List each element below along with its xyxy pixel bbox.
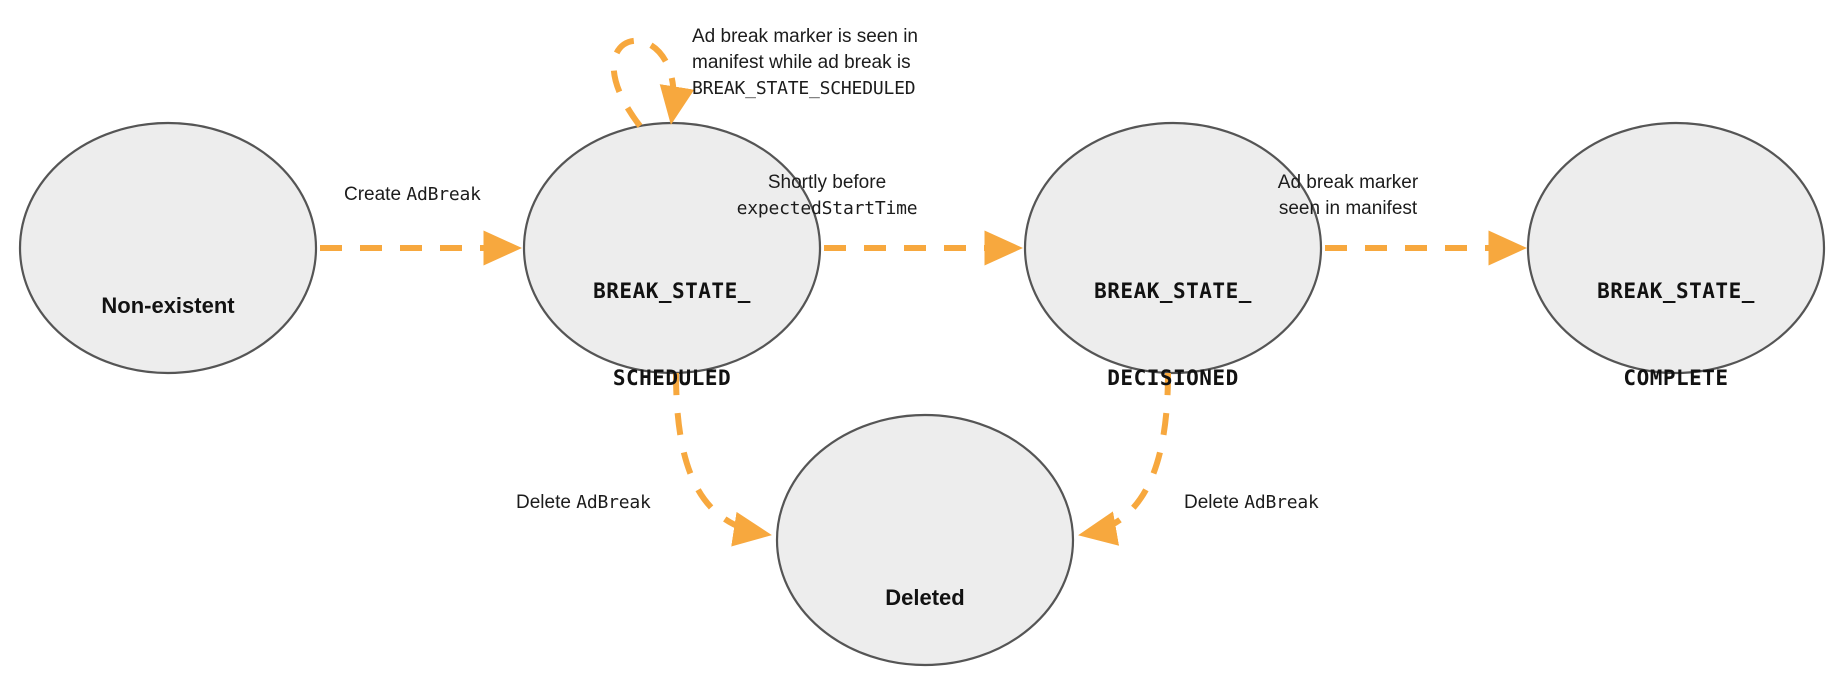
edge-label-ad-break-marker-self-loop: Ad break marker is seen in manifest whil…	[692, 26, 918, 99]
node-shape-break-state-decisioned	[1023, 121, 1323, 375]
node-break-state-scheduled[interactable]	[522, 121, 822, 375]
node-non-existent[interactable]	[18, 121, 318, 375]
node-shape-break-state-complete	[1526, 121, 1826, 375]
edge-ad-break-marker-self-loop[interactable]	[610, 37, 695, 128]
node-break-state-decisioned[interactable]	[1023, 121, 1323, 375]
edge-label-delete-adbreak-from-scheduled: Delete AdBreak	[516, 492, 651, 513]
edge-label-ad-break-marker-seen-in-manifest: Ad break marker seen in manifest	[1277, 172, 1419, 219]
node-shape-deleted	[775, 413, 1075, 667]
edge-label-shortly-before-expected-start-time: Shortly before expectedStartTime	[736, 172, 918, 219]
node-deleted[interactable]	[775, 413, 1075, 667]
edge-label-delete-adbreak-from-decisioned: Delete AdBreak	[1184, 492, 1319, 513]
edge-delete-adbreak-from-scheduled[interactable]	[673, 372, 772, 547]
edge-delete-adbreak-from-decisioned[interactable]	[1078, 372, 1171, 546]
node-shape-break-state-scheduled	[522, 121, 822, 375]
node-shape-non-existent	[18, 121, 318, 375]
node-break-state-complete[interactable]	[1526, 121, 1826, 375]
edge-label-create-adbreak: Create AdBreak	[344, 184, 481, 205]
